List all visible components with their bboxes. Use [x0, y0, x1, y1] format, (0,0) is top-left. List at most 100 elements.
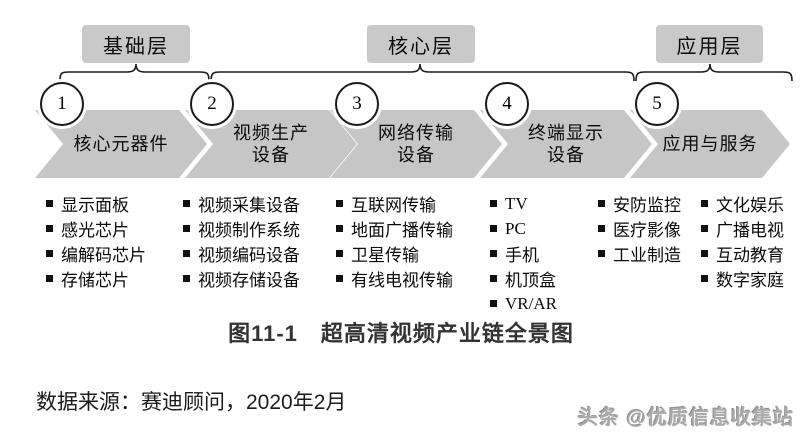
list-item-label: 视频编码设备: [198, 246, 300, 265]
list-item: 视频编码设备: [183, 241, 300, 266]
list-item-label: 地面广播传输: [351, 221, 453, 240]
stage-arrow-1-label: 核心元器件: [73, 134, 169, 154]
list-item-label: 安防监控: [613, 196, 681, 215]
bullet-square-icon: [336, 225, 343, 232]
list-item: 手机: [490, 241, 557, 266]
list-item: 视频制作系统: [183, 216, 300, 241]
stage-number-badge-4: 4: [485, 82, 529, 126]
list-item: 数字家庭: [701, 266, 784, 291]
bullet-square-icon: [598, 250, 605, 257]
bullet-square-icon: [336, 200, 343, 207]
stage-5-items-list-col1: 安防监控 医疗影像 工业制造: [598, 191, 681, 266]
stage-5-items-list-col2: 文化娱乐 广播电视 互动教育 数字家庭: [701, 191, 784, 291]
list-item-label: 视频存储设备: [198, 271, 300, 290]
list-item-label: TV: [505, 193, 528, 213]
stage-3-items-list: 互联网传输 地面广播传输 卫星传输 有线电视传输: [336, 191, 453, 291]
list-item-label: 广播电视: [716, 221, 784, 240]
layer-label-application: 应用层: [656, 25, 763, 63]
list-item-label: 视频采集设备: [198, 196, 300, 215]
bullet-square-icon: [701, 275, 708, 282]
list-item: 互动教育: [701, 241, 784, 266]
list-item: 广播电视: [701, 216, 784, 241]
list-item: 编解码芯片: [46, 241, 146, 266]
list-item-label: 医疗影像: [613, 221, 681, 240]
stage-2-items-list: 视频采集设备 视频制作系统 视频编码设备 视频存储设备: [183, 191, 300, 291]
bullet-square-icon: [490, 200, 497, 207]
list-item: 有线电视传输: [336, 266, 453, 291]
list-item: 文化娱乐: [701, 191, 784, 216]
stage-arrow-2-label-line2: 设备: [252, 145, 290, 165]
bullet-square-icon: [46, 225, 53, 232]
list-item-label: 机顶盒: [505, 271, 556, 290]
bullet-square-icon: [701, 225, 708, 232]
stage-1-items-list: 显示面板 感光芯片 编解码芯片 存储芯片: [46, 191, 146, 291]
bullet-square-icon: [46, 200, 53, 207]
data-source-note: 数据来源：赛迪顾问，2020年2月: [36, 391, 347, 414]
list-item-label: 互联网传输: [351, 196, 436, 215]
bullet-square-icon: [183, 250, 190, 257]
brace-application: [635, 63, 793, 82]
list-item: PC: [490, 216, 557, 241]
list-item-label: 工业制造: [613, 246, 681, 265]
bullet-square-icon: [701, 250, 708, 257]
bullet-square-icon: [183, 200, 190, 207]
list-item-label: 有线电视传输: [351, 271, 453, 290]
stage-arrow-3-label-line1: 网络传输: [378, 123, 454, 143]
list-item: 存储芯片: [46, 266, 146, 291]
bullet-square-icon: [598, 225, 605, 232]
list-item-label: 卫星传输: [351, 246, 419, 265]
stage-arrow-5-label: 应用与服务: [662, 134, 758, 154]
bullet-square-icon: [490, 300, 497, 307]
bullet-square-icon: [490, 275, 497, 282]
list-item: 感光芯片: [46, 216, 146, 241]
list-item: TV: [490, 191, 557, 216]
stage-4-items-list: TV PC 手机 机顶盒 VR/AR: [490, 191, 557, 316]
list-item: 安防监控: [598, 191, 681, 216]
stage-number-badge-1: 1: [40, 82, 84, 126]
list-item: 地面广播传输: [336, 216, 453, 241]
bullet-square-icon: [183, 225, 190, 232]
list-item: 机顶盒: [490, 266, 557, 291]
list-item-label: 视频制作系统: [198, 221, 300, 240]
bullet-square-icon: [490, 250, 497, 257]
list-item-label: 编解码芯片: [61, 246, 146, 265]
list-item: 医疗影像: [598, 216, 681, 241]
bullet-square-icon: [46, 275, 53, 282]
list-item: 视频存储设备: [183, 266, 300, 291]
stage-arrow-2-label-line1: 视频生产: [233, 123, 309, 143]
stage-arrow-4-label-line2: 设备: [547, 145, 585, 165]
list-item-label: 手机: [505, 246, 539, 265]
list-item-label: 显示面板: [61, 196, 129, 215]
layer-braces: [59, 63, 793, 82]
layer-label-core: 核心层: [367, 25, 475, 63]
list-item: 视频采集设备: [183, 191, 300, 216]
list-item-label: VR/AR: [505, 293, 557, 313]
list-item-label: 文化娱乐: [716, 196, 784, 215]
brace-foundation: [59, 63, 210, 82]
list-item-label: 感光芯片: [61, 221, 129, 240]
brace-core: [210, 63, 635, 82]
list-item-label: 数字家庭: [716, 271, 784, 290]
stage-arrow-4-label-line1: 终端显示: [528, 123, 604, 143]
bullet-square-icon: [598, 200, 605, 207]
bullet-square-icon: [46, 250, 53, 257]
bullet-square-icon: [701, 200, 708, 207]
list-item-label: 存储芯片: [61, 271, 129, 290]
stage-number-badge-3: 3: [335, 82, 379, 126]
figure-caption: 图11-1 超高清视频产业链全景图: [228, 321, 574, 346]
watermark: 头条 @优质信息收集站: [577, 407, 794, 429]
list-item: 显示面板: [46, 191, 146, 216]
list-item-label: 互动教育: [716, 246, 784, 265]
stage-number-badge-5: 5: [635, 82, 679, 126]
stage-number-badge-2: 2: [190, 82, 234, 126]
list-item: 互联网传输: [336, 191, 453, 216]
list-item: 卫星传输: [336, 241, 453, 266]
bullet-square-icon: [336, 275, 343, 282]
list-item-label: PC: [505, 218, 526, 238]
stage-arrow-3-label-line2: 设备: [397, 145, 435, 165]
stage-arrow-1: 核心元器件: [35, 110, 207, 178]
layer-label-foundation: 基础层: [82, 25, 190, 63]
bullet-square-icon: [183, 275, 190, 282]
list-item: 工业制造: [598, 241, 681, 266]
